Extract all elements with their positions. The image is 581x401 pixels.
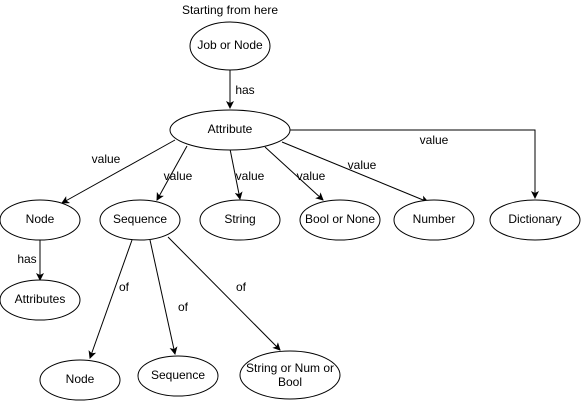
node-sequence-item-node-label: Node bbox=[66, 372, 95, 386]
node-dictionary: Dictionary bbox=[489, 199, 581, 241]
node-attributes: Attributes bbox=[0, 279, 81, 321]
node-sequence-item-sequence: Sequence bbox=[137, 355, 219, 397]
edge-label-node-has: has bbox=[17, 252, 36, 266]
edge-attribute-to-node bbox=[61, 139, 176, 204]
edge-attribute-to-bool bbox=[264, 146, 324, 201]
node-bool-or-none: Bool or None bbox=[299, 199, 381, 241]
edge-attribute-to-dictionary bbox=[290, 129, 539, 199]
node-attributes-label: Attributes bbox=[15, 292, 66, 306]
edge-attribute-to-number bbox=[281, 141, 429, 204]
edge-attribute-to-sequence bbox=[156, 145, 188, 201]
node-dictionary-label: Dictionary bbox=[508, 212, 561, 226]
edge-attribute-to-string bbox=[229, 148, 243, 200]
node-number: Number bbox=[393, 199, 475, 241]
edge-label-attr-dictionary: value bbox=[420, 133, 449, 147]
edge-label-attr-number: value bbox=[348, 158, 377, 172]
node-sequence-item-primitive-label-line1: String or Num or bbox=[246, 361, 334, 375]
edge-sequence-to-primitive bbox=[167, 236, 281, 351]
node-string: String bbox=[199, 199, 281, 241]
node-attribute-label: Attribute bbox=[208, 122, 253, 136]
edge-label-seq-sequence: of bbox=[178, 300, 189, 314]
node-sequence-item-sequence-label: Sequence bbox=[151, 368, 205, 382]
edge-sequence-to-sequence bbox=[149, 239, 178, 355]
edge-label-attr-bool: value bbox=[297, 169, 326, 183]
node-sequence-item-primitive: String or Num or Bool bbox=[239, 350, 341, 400]
edge-label-attr-node: value bbox=[92, 152, 121, 166]
node-sequence-item-primitive-label-line2: Bool bbox=[278, 375, 302, 389]
node-job-or-node-label: Job or Node bbox=[197, 38, 263, 52]
node-bool-or-none-label: Bool or None bbox=[305, 212, 375, 226]
node-job-or-node: Job or Node bbox=[189, 21, 271, 71]
node-sequence: Sequence bbox=[99, 199, 181, 241]
edge-label-attr-string: value bbox=[236, 169, 265, 183]
edge-label-attr-sequence: value bbox=[164, 169, 193, 183]
node-sequence-item-node: Node bbox=[39, 359, 121, 401]
edge-sequence-to-node bbox=[88, 239, 133, 359]
edge-label-job-has: has bbox=[235, 83, 254, 97]
edge-label-seq-primitive: of bbox=[236, 280, 247, 294]
node-sequence-label: Sequence bbox=[113, 212, 167, 226]
node-attribute: Attribute bbox=[169, 109, 291, 151]
edge-label-seq-node: of bbox=[119, 280, 130, 294]
starting-point-caption: Starting from here bbox=[182, 3, 278, 17]
node-node-label: Node bbox=[26, 212, 55, 226]
node-node: Node bbox=[0, 199, 81, 241]
node-string-label: String bbox=[224, 212, 255, 226]
node-number-label: Number bbox=[413, 212, 456, 226]
